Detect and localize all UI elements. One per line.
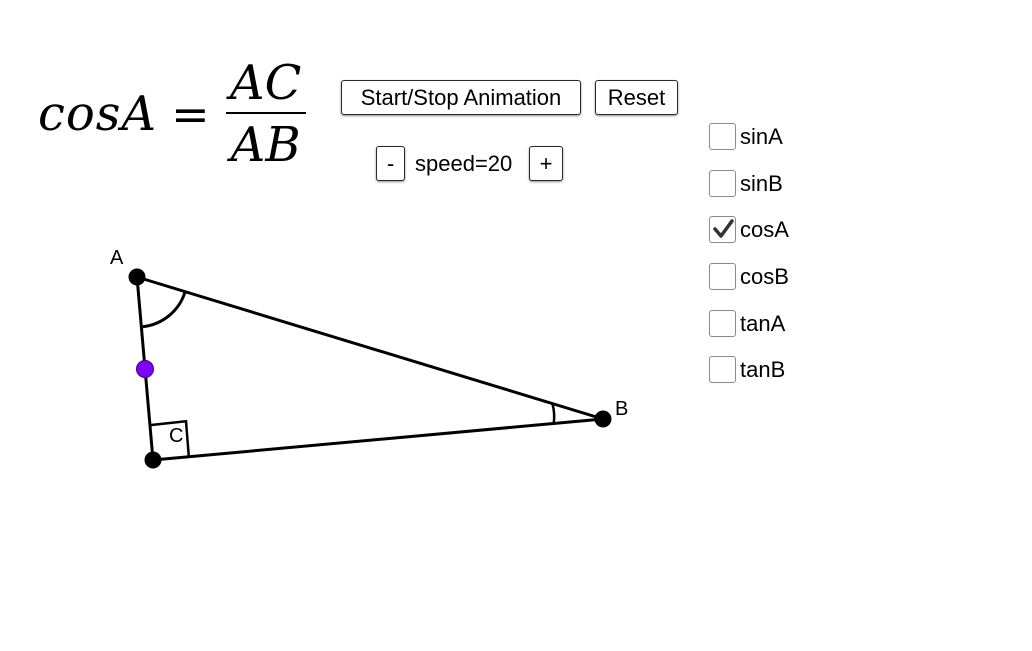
- checkbox-cosb[interactable]: cosB: [709, 263, 789, 290]
- checkbox-tana-box[interactable]: [709, 310, 736, 337]
- cosine-formula: cosA = AC AB: [38, 52, 306, 176]
- checkbox-cosb-box[interactable]: [709, 263, 736, 290]
- side-ab: [136, 275, 604, 421]
- speed-increase-button[interactable]: +: [529, 146, 563, 181]
- checkbox-sina[interactable]: sinA: [709, 123, 783, 150]
- right-angle-marker: [151, 419, 191, 457]
- checkbox-sinb-box[interactable]: [709, 170, 736, 197]
- formula-numerator: AC: [229, 55, 302, 111]
- checkbox-tana[interactable]: tanA: [709, 310, 785, 337]
- angle-arc-a: [142, 291, 187, 329]
- vertex-c-point[interactable]: [144, 451, 162, 469]
- speed-readout: speed=20: [415, 151, 513, 176]
- reset-button[interactable]: Reset: [595, 80, 678, 115]
- checkmark-icon: [713, 219, 734, 238]
- checkbox-sinb-label[interactable]: sinB: [740, 171, 783, 196]
- checkbox-sina-label[interactable]: sinA: [740, 124, 783, 149]
- vertex-a-label: A: [110, 247, 124, 269]
- checkbox-sinb[interactable]: sinB: [709, 170, 783, 197]
- formula-equals: =: [171, 87, 210, 141]
- checkbox-cosa[interactable]: cosA: [709, 216, 789, 243]
- vertex-b-point[interactable]: [594, 410, 612, 428]
- formula-fraction: AC AB: [225, 55, 306, 173]
- checkbox-tana-label[interactable]: tanA: [740, 311, 786, 336]
- vertex-c-label: C: [169, 425, 184, 447]
- formula-lhs: cosA: [38, 86, 158, 142]
- speed-decrease-button[interactable]: -: [376, 146, 405, 181]
- checkbox-tanb-box[interactable]: [709, 356, 736, 383]
- checkbox-tanb[interactable]: tanB: [709, 356, 785, 383]
- vertex-b-label: B: [615, 398, 629, 420]
- angle-arc-b: [551, 403, 556, 425]
- start-stop-animation-button[interactable]: Start/Stop Animation: [341, 80, 581, 115]
- checkbox-sina-box[interactable]: [709, 123, 736, 150]
- side-bc: [152, 417, 604, 462]
- checkbox-tanb-label[interactable]: tanB: [740, 357, 786, 382]
- moving-point[interactable]: [136, 360, 154, 378]
- fraction-bar: [225, 112, 306, 114]
- checkbox-cosa-label[interactable]: cosA: [740, 217, 789, 242]
- formula-denominator: AB: [230, 117, 301, 173]
- checkbox-cosa-box[interactable]: [709, 216, 736, 243]
- vertex-a-point[interactable]: [128, 268, 146, 286]
- checkbox-cosb-label[interactable]: cosB: [740, 264, 789, 289]
